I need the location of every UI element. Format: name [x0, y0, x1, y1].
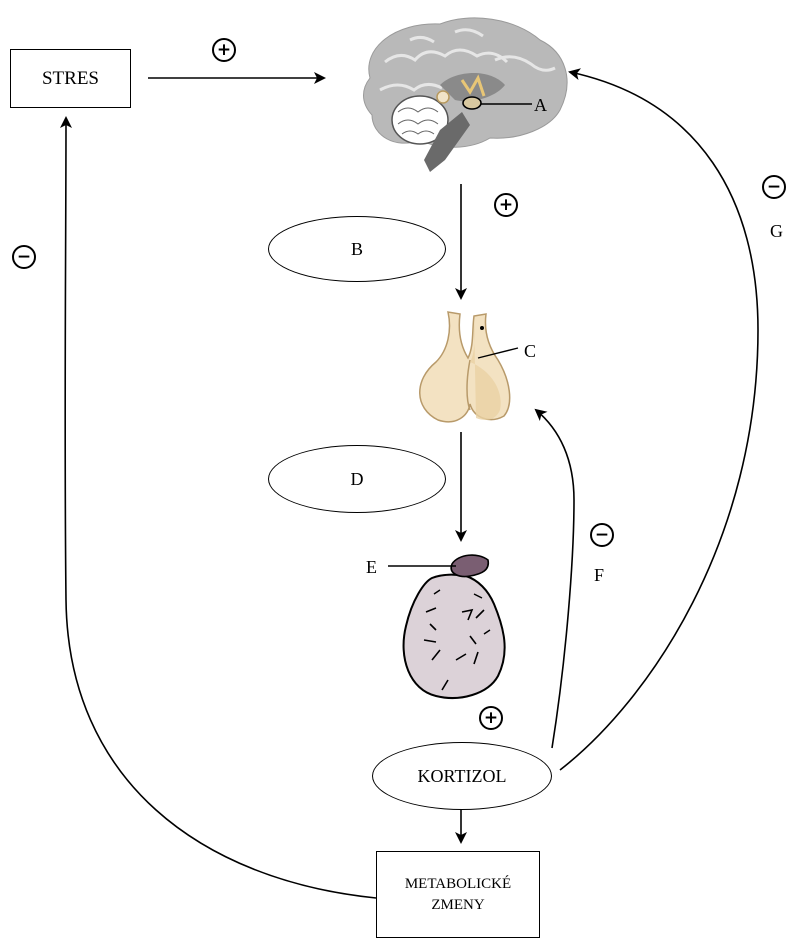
metabolic-label-line1: METABOLICKÉ: [405, 874, 511, 894]
label-a: A: [534, 96, 547, 114]
sign-metabolic-to-stres: −: [12, 245, 36, 269]
sign-brain-to-pituitary: +: [494, 193, 518, 217]
oval-b-label: B: [351, 239, 363, 260]
label-c: C: [524, 342, 536, 360]
arrow-kortizol-to-brain: [560, 72, 758, 770]
sign-kortizol-to-pituitary: −: [590, 523, 614, 547]
kortizol-oval: KORTIZOL: [372, 742, 552, 810]
stres-label: STRES: [42, 68, 99, 90]
arrow-kortizol-to-pituitary: [536, 410, 574, 748]
sign-stres-to-brain: +: [212, 38, 236, 62]
metabolic-label-line2: ZMENY: [431, 895, 484, 915]
sign-kortizol-to-brain: −: [762, 175, 786, 199]
metabolic-changes-box: METABOLICKÉ ZMENY: [376, 851, 540, 938]
label-e: E: [366, 558, 377, 576]
sign-adrenal-to-kortizol: +: [479, 706, 503, 730]
label-f: F: [594, 566, 604, 584]
oval-b: B: [268, 216, 446, 282]
oval-d: D: [268, 445, 446, 513]
stres-box: STRES: [10, 49, 131, 108]
adrenal-illustration: [388, 555, 505, 698]
kortizol-label: KORTIZOL: [418, 766, 507, 787]
pituitary-illustration: [420, 312, 518, 422]
label-g: G: [770, 222, 783, 240]
oval-d-label: D: [351, 469, 364, 490]
